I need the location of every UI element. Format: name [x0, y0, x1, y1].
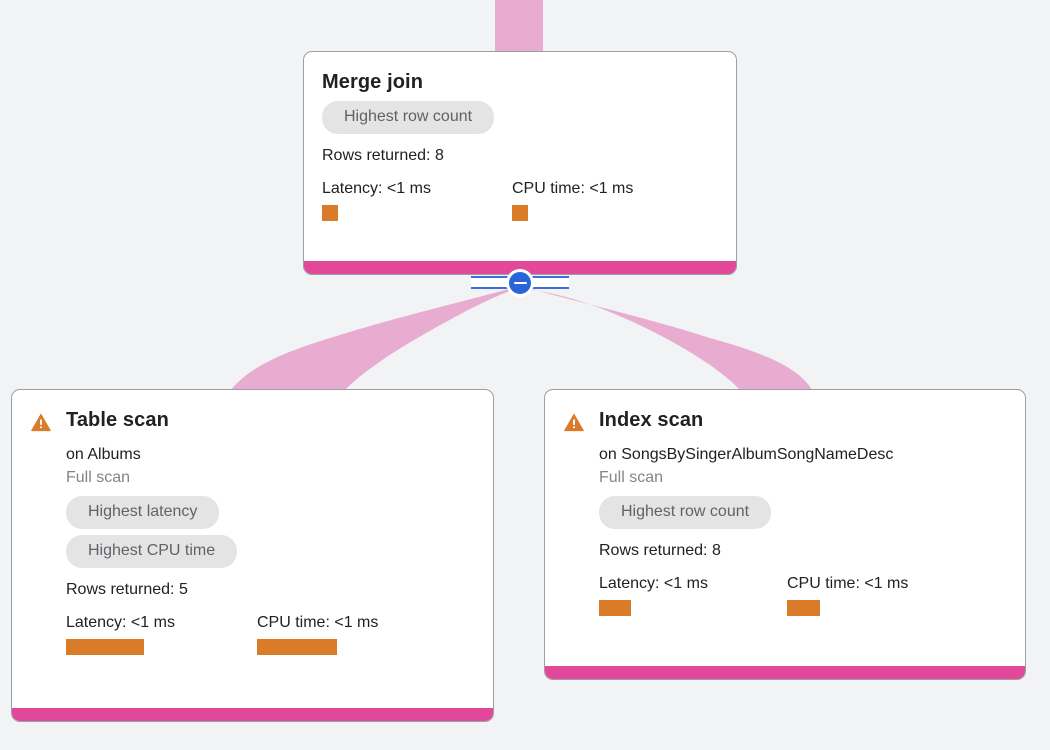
metric-latency: Latency: <1 ms: [66, 613, 257, 655]
metric-latency-bar: [322, 205, 338, 221]
table-scan-details: on Albums Full scan Highest latency High…: [66, 444, 475, 655]
metric-latency-bar: [599, 600, 631, 616]
metric-latency: Latency: <1 ms: [599, 574, 787, 616]
metric-cpu-time-bar: [512, 205, 528, 221]
plan-node-table-scan[interactable]: Table scan on Albums Full scan Highest l…: [11, 389, 494, 722]
metric-cpu-time: CPU time: <1 ms: [512, 179, 633, 221]
metric-latency-bar: [66, 639, 144, 655]
table-scan-accent-bar: [12, 708, 493, 721]
plan-node-index-scan[interactable]: Index scan on SongsBySingerAlbumSongName…: [544, 389, 1026, 680]
metric-cpu-time-label: CPU time: <1 ms: [257, 614, 379, 631]
merge-join-metrics: Latency: <1 ms CPU time: <1 ms: [322, 179, 718, 221]
index-scan-chips: Highest row count: [599, 496, 1007, 535]
index-scan-subtitle: on SongsBySingerAlbumSongNameDesc: [599, 446, 894, 463]
table-scan-header: Table scan: [30, 408, 475, 433]
table-scan-body: Table scan on Albums Full scan Highest l…: [12, 390, 493, 721]
merge-join-header: Merge join: [322, 70, 718, 94]
chip-highest-cpu-time[interactable]: Highest CPU time: [66, 535, 238, 568]
merge-join-rows-returned: Rows returned: 8: [322, 147, 444, 164]
warning-icon: [564, 413, 584, 432]
index-scan-title: Index scan: [599, 409, 704, 431]
chip-highest-latency[interactable]: Highest latency: [66, 496, 220, 529]
metric-latency-label: Latency: <1 ms: [66, 614, 175, 631]
table-scan-subnote: Full scan: [66, 469, 131, 486]
merge-join-title: Merge join: [322, 71, 424, 93]
table-scan-subtitle: on Albums: [66, 446, 141, 463]
warning-icon: [31, 413, 51, 432]
table-scan-rows-returned: Rows returned: 5: [66, 581, 188, 598]
index-scan-metrics: Latency: <1 ms CPU time: <1 ms: [599, 574, 1007, 616]
edge-ribbon-to-table-scan: [231, 288, 516, 390]
metric-cpu-time: CPU time: <1 ms: [257, 613, 378, 655]
metric-cpu-time-bar: [787, 600, 820, 616]
collapse-toggle-button[interactable]: [506, 269, 534, 297]
index-scan-rows-returned: Rows returned: 8: [599, 542, 721, 559]
index-scan-header: Index scan: [563, 408, 1007, 433]
edge-ribbon-to-index-scan: [524, 288, 812, 390]
metric-cpu-time-label: CPU time: <1 ms: [512, 180, 634, 197]
index-scan-details: on SongsBySingerAlbumSongNameDesc Full s…: [599, 444, 1007, 616]
merge-join-chips: Highest row count: [322, 101, 718, 140]
metric-latency-label: Latency: <1 ms: [322, 180, 431, 197]
table-scan-title: Table scan: [66, 409, 169, 431]
metric-cpu-time-label: CPU time: <1 ms: [787, 575, 909, 592]
table-scan-chips: Highest latency Highest CPU time: [66, 496, 475, 574]
plan-node-merge-join[interactable]: Merge join Highest row count Rows return…: [303, 51, 737, 275]
table-scan-metrics: Latency: <1 ms CPU time: <1 ms: [66, 613, 475, 655]
edge-ribbon-incoming: [495, 0, 543, 52]
index-scan-subnote: Full scan: [599, 469, 664, 486]
merge-join-accent-bar: [304, 261, 736, 274]
index-scan-body: Index scan on SongsBySingerAlbumSongName…: [545, 390, 1025, 679]
chip-highest-row-count[interactable]: Highest row count: [599, 496, 772, 529]
index-scan-accent-bar: [545, 666, 1025, 679]
chip-highest-row-count[interactable]: Highest row count: [322, 101, 495, 134]
metric-cpu-time-bar: [257, 639, 337, 655]
metric-cpu-time: CPU time: <1 ms: [787, 574, 908, 616]
metric-latency: Latency: <1 ms: [322, 179, 512, 221]
minus-icon: [513, 281, 527, 285]
merge-join-body: Merge join Highest row count Rows return…: [304, 52, 736, 274]
metric-latency-label: Latency: <1 ms: [599, 575, 708, 592]
